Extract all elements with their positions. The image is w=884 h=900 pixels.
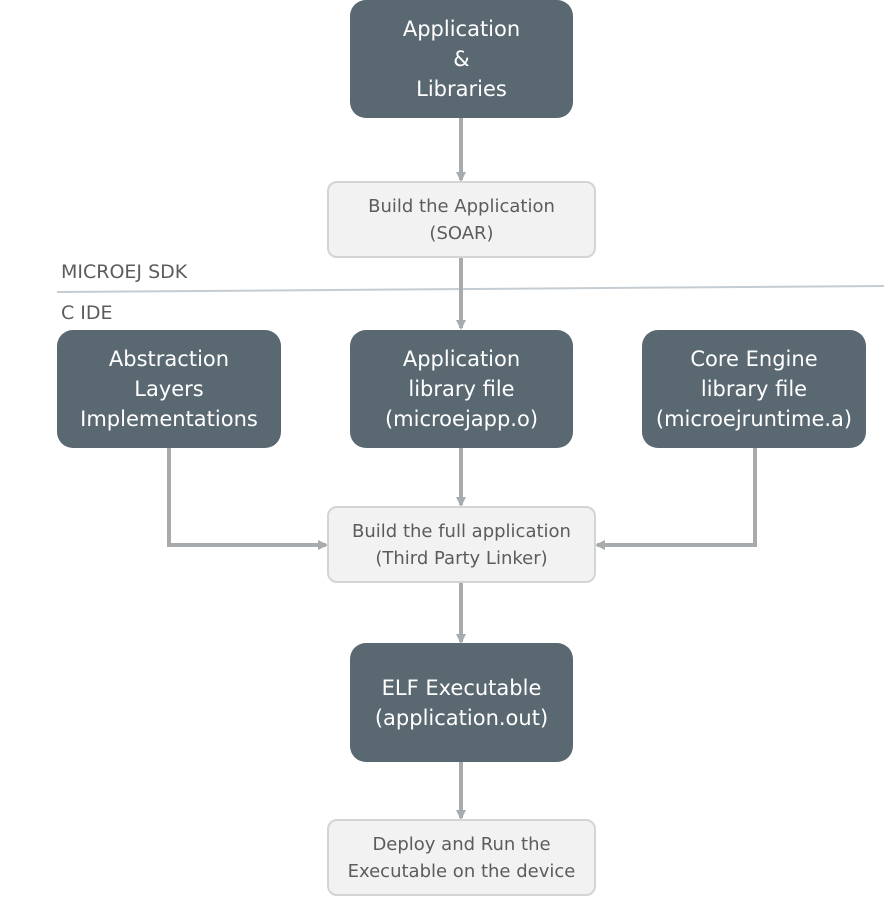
node-line: (Third Party Linker) (375, 547, 548, 569)
node-line: Build the full application (352, 520, 571, 542)
node-line: Application (402, 17, 521, 41)
zone-label-c-ide: C IDE (61, 302, 113, 324)
node-line: library file (408, 377, 515, 401)
node-line: Abstraction (108, 347, 230, 371)
node-line: Libraries (416, 77, 507, 101)
node-application-library-file: Application library file (microejapp.o) (350, 330, 573, 448)
node-line: (application.out) (374, 705, 549, 730)
node-line: & (453, 47, 470, 71)
arrow-abstraction-to-linker (167, 448, 328, 550)
zone-label-microej-sdk: MICROEJ SDK (61, 261, 188, 283)
node-application-libraries: Application & Libraries (350, 0, 573, 118)
node-line: Executable on the device (347, 860, 576, 882)
node-line: Build the Application (368, 195, 555, 217)
node-abstraction-layers: Abstraction Layers Implementations (57, 330, 281, 448)
node-line: library file (700, 377, 808, 401)
node-build-full-application: Build the full application (Third Party … (327, 506, 596, 583)
node-line: Core Engine (690, 347, 818, 371)
node-deploy-and-run: Deploy and Run the Executable on the dev… (327, 819, 596, 896)
node-build-application: Build the Application (SOAR) (327, 181, 596, 258)
zone-separator-line (56, 285, 884, 293)
node-line: Layers (134, 377, 204, 401)
node-line: Implementations (80, 407, 258, 431)
node-line: ELF Executable (381, 675, 542, 700)
node-line: (microejruntime.a) (655, 407, 853, 431)
node-line: Deploy and Run the (372, 833, 551, 855)
node-line: (microejapp.o) (384, 407, 539, 431)
node-elf-executable: ELF Executable (application.out) (350, 643, 573, 762)
node-core-engine-library-file: Core Engine library file (microejruntime… (642, 330, 866, 448)
arrow-core-engine-to-linker (595, 448, 757, 550)
node-line: (SOAR) (429, 222, 494, 244)
node-line: Application (402, 347, 521, 371)
